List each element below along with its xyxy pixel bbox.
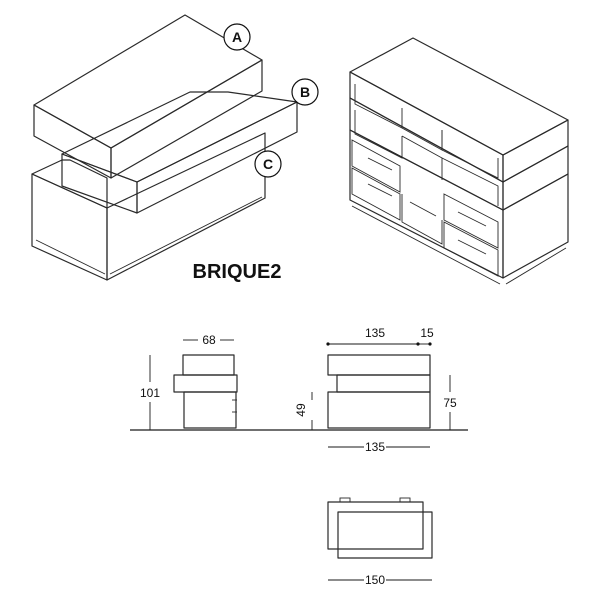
dim-side-width: 68 <box>202 333 216 347</box>
callout-b-label: B <box>300 84 310 100</box>
box-a <box>33 14 263 179</box>
callout-a: A <box>223 23 251 51</box>
dim-right-height: 75 <box>443 396 457 410</box>
dim-plan-top-offset: 15 <box>420 326 434 340</box>
box-c <box>31 132 266 281</box>
dim-total-height: 101 <box>140 386 160 400</box>
dim-plan-width: 150 <box>365 573 385 587</box>
box-b <box>61 91 298 214</box>
plan-view: 150 <box>327 497 433 587</box>
dim-plan-top-width: 135 <box>365 326 385 340</box>
product-title: BRIQUE2 <box>193 261 282 283</box>
dim-base-height: 49 <box>294 403 308 417</box>
assembled-iso-view <box>349 37 569 285</box>
side-elevation: 68 101 <box>140 333 238 430</box>
callout-a-label: A <box>232 29 242 45</box>
callout-c-label: C <box>263 156 273 172</box>
callout-c: C <box>254 150 282 178</box>
callout-b: B <box>291 78 319 106</box>
front-elevation: 135 15 49 75 135 <box>294 326 457 454</box>
exploded-iso-view: A B C <box>31 14 319 281</box>
dim-front-width: 135 <box>365 440 385 454</box>
